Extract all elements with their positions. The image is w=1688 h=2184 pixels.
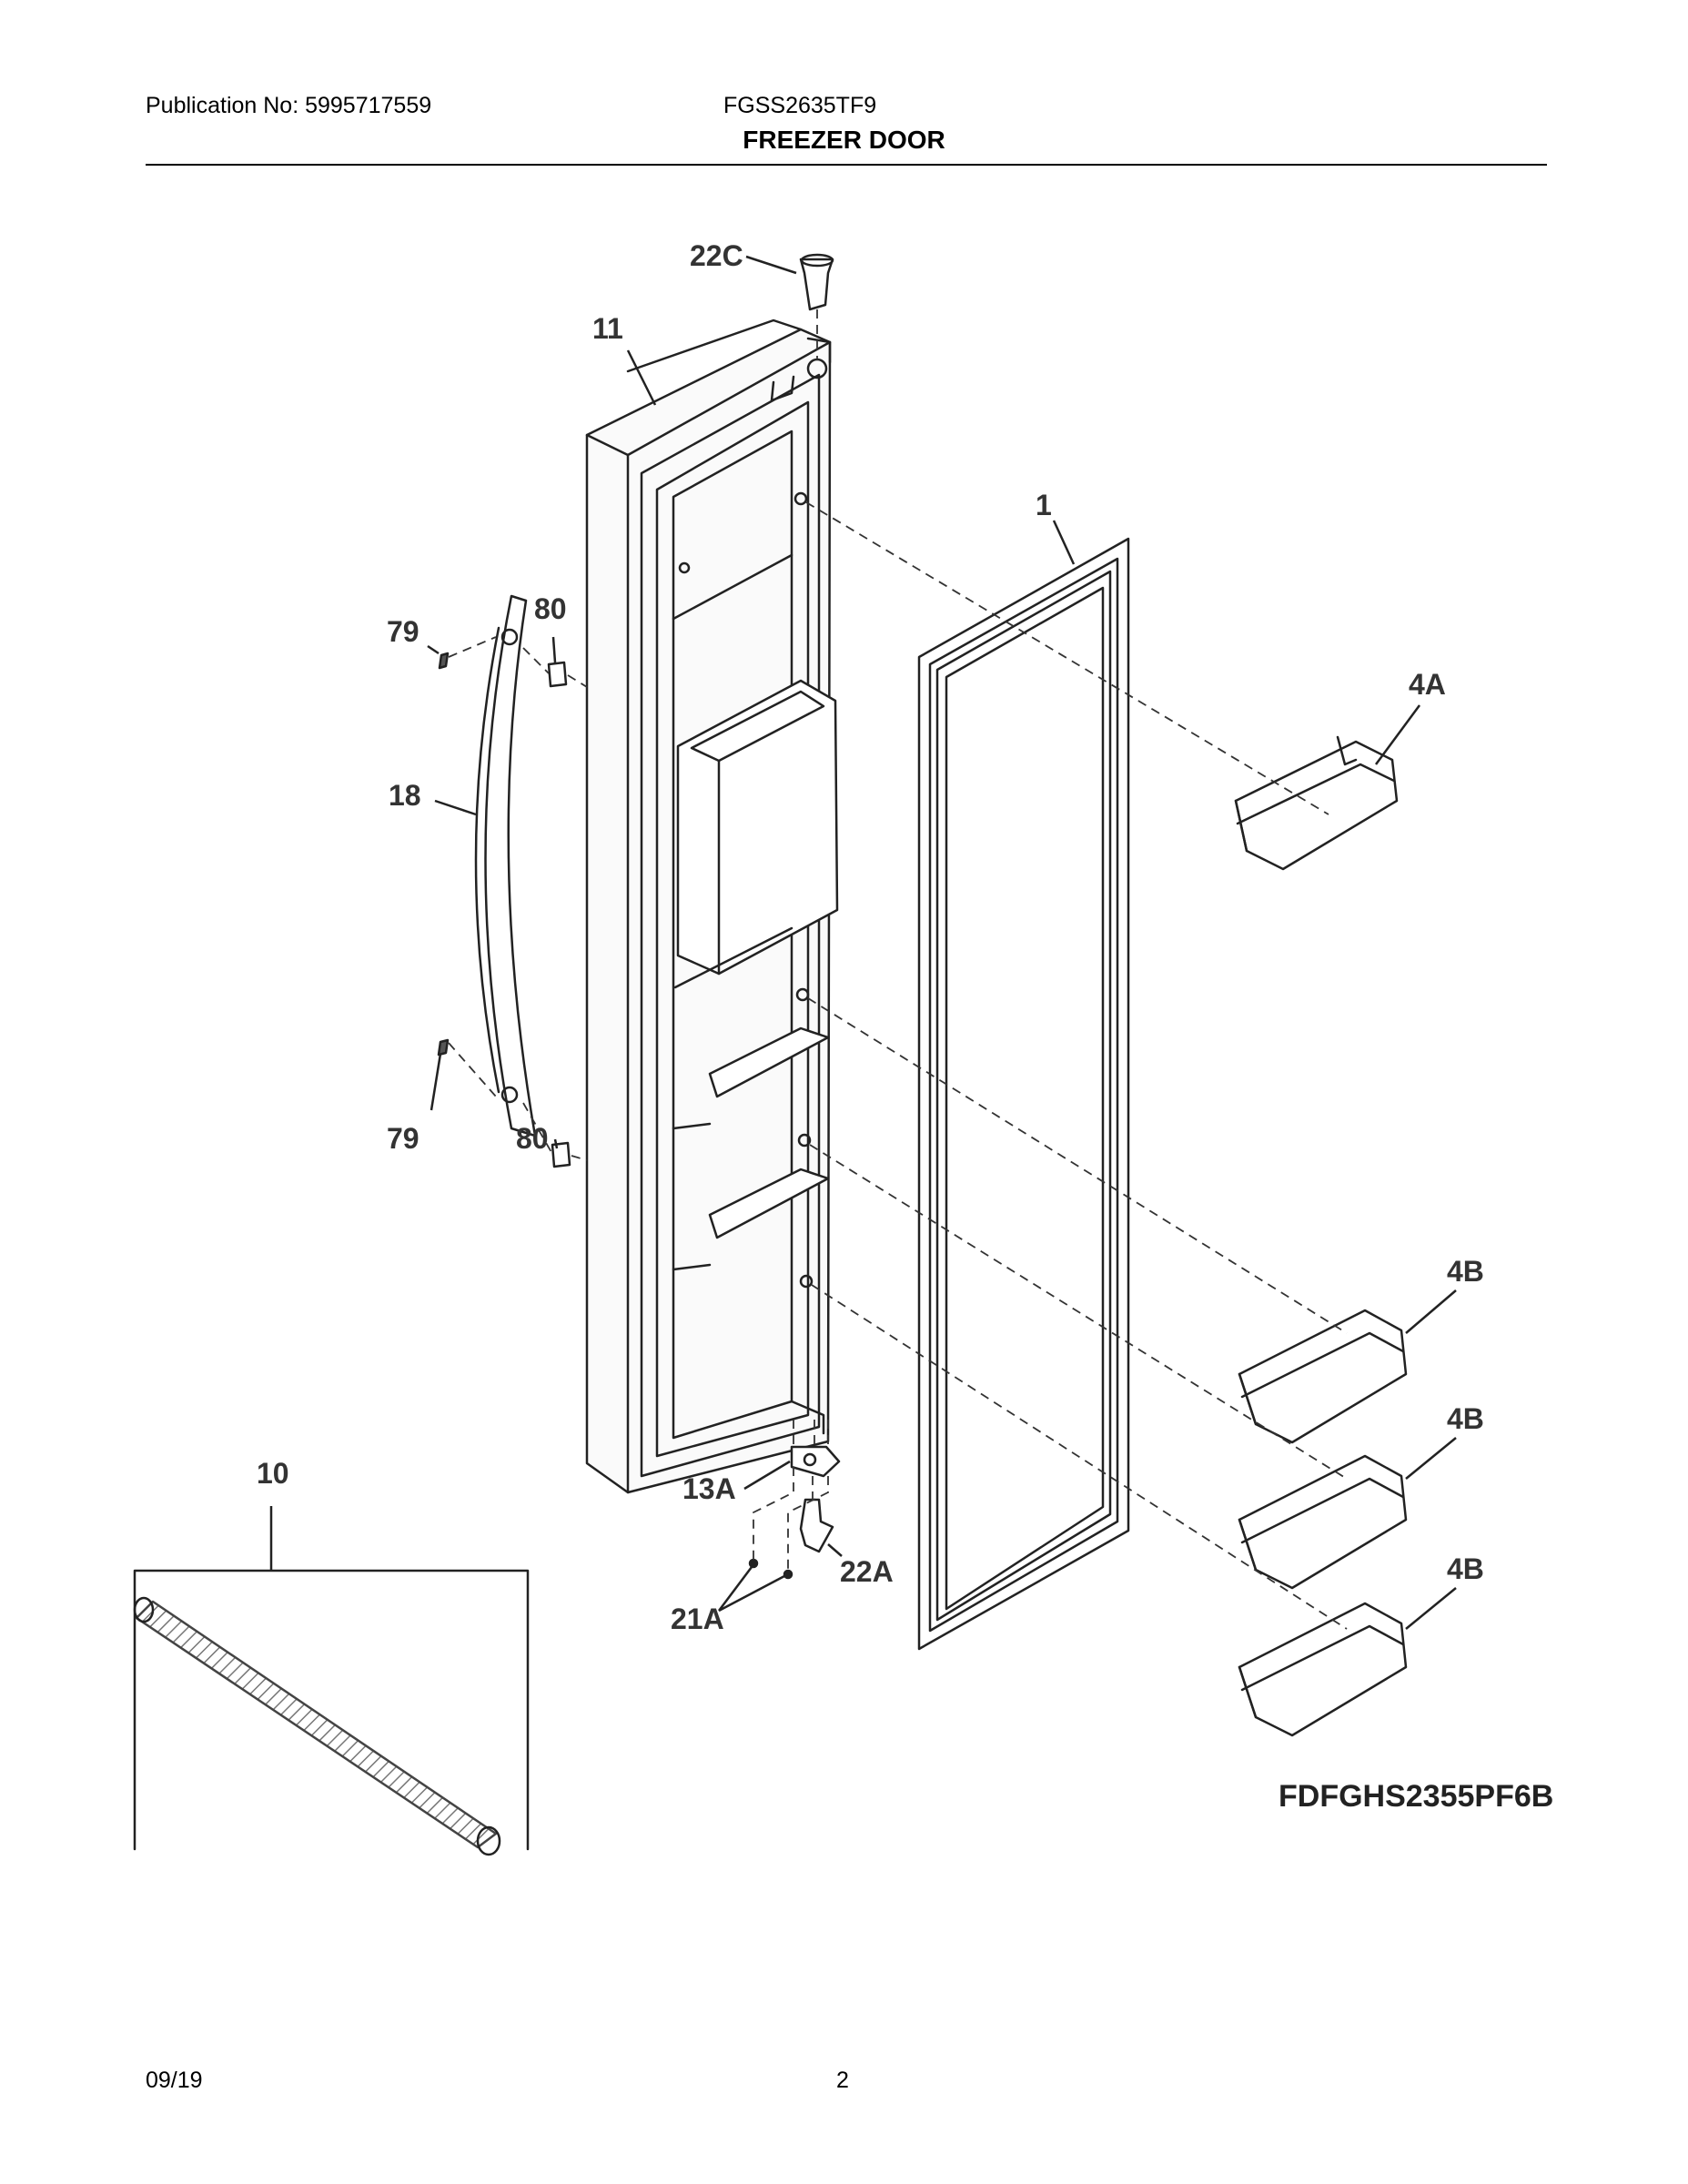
callout-4B-3: 4B — [1447, 1552, 1484, 1585]
page-number: 2 — [836, 2068, 849, 2093]
callout-10: 10 — [257, 1457, 289, 1490]
top-hinge-bushing — [799, 253, 834, 311]
assembly-lines — [448, 309, 1348, 1630]
callout-4A: 4A — [1409, 668, 1446, 701]
callout-22A: 22A — [840, 1555, 894, 1588]
callout-1: 1 — [1036, 489, 1052, 521]
callout-80-bottom: 80 — [516, 1122, 549, 1155]
door-bin-4b-3 — [1238, 1602, 1408, 1737]
door-bin-4b-1 — [1238, 1309, 1408, 1444]
callout-4B-1: 4B — [1447, 1255, 1484, 1288]
callout-80-top: 80 — [534, 592, 567, 625]
door-gasket — [917, 537, 1130, 1651]
figure-code: FDFGHS2355PF6B — [1279, 1779, 1553, 1814]
door-bin-4a — [1234, 735, 1399, 871]
door-inner-panel — [585, 318, 839, 1494]
callout-13A: 13A — [682, 1472, 736, 1505]
header-rule — [146, 164, 1547, 166]
callout-22C: 22C — [690, 239, 743, 272]
callout-79-top: 79 — [387, 615, 419, 648]
bottom-hinge-parts — [748, 1445, 841, 1580]
model-number: FGSS2635TF9 — [723, 93, 877, 118]
door-bin-4b-2 — [1238, 1454, 1408, 1590]
hose-kit-box — [133, 1569, 530, 1856]
door-handle — [474, 594, 537, 1138]
handle-screws — [437, 652, 571, 1168]
callout-21A: 21A — [671, 1603, 724, 1635]
publication-number: Publication No: 5995717559 — [146, 93, 432, 118]
callout-18: 18 — [389, 779, 421, 812]
callout-79-bottom: 79 — [387, 1122, 419, 1155]
callout-4B-2: 4B — [1447, 1402, 1484, 1435]
callout-11: 11 — [592, 312, 623, 345]
leader-lines — [269, 255, 1457, 1630]
footer-date: 09/19 — [146, 2068, 203, 2093]
section-title: FREEZER DOOR — [743, 126, 945, 154]
